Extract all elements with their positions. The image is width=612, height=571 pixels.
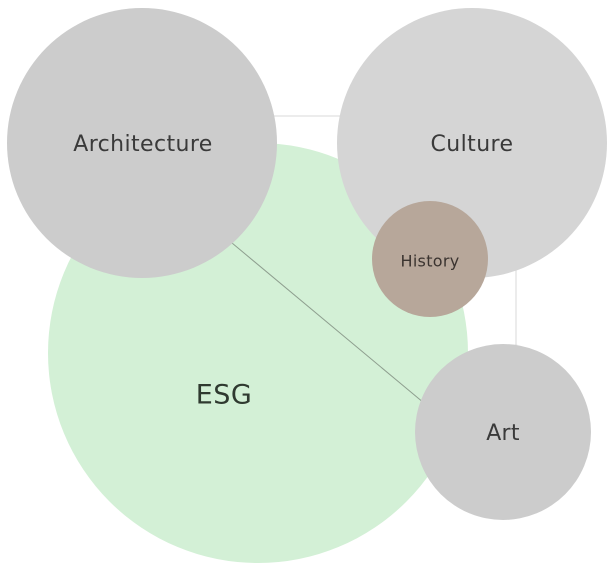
art-label: Art [486, 421, 520, 446]
architecture-bubble[interactable] [7, 8, 277, 278]
esg-label: ESG [196, 380, 253, 411]
edge-architecture-art [231, 242, 425, 404]
history-label: History [400, 252, 459, 271]
art-bubble[interactable] [415, 344, 591, 520]
history-bubble[interactable] [372, 201, 488, 317]
architecture-label: Architecture [73, 132, 213, 157]
culture-label: Culture [431, 132, 514, 157]
